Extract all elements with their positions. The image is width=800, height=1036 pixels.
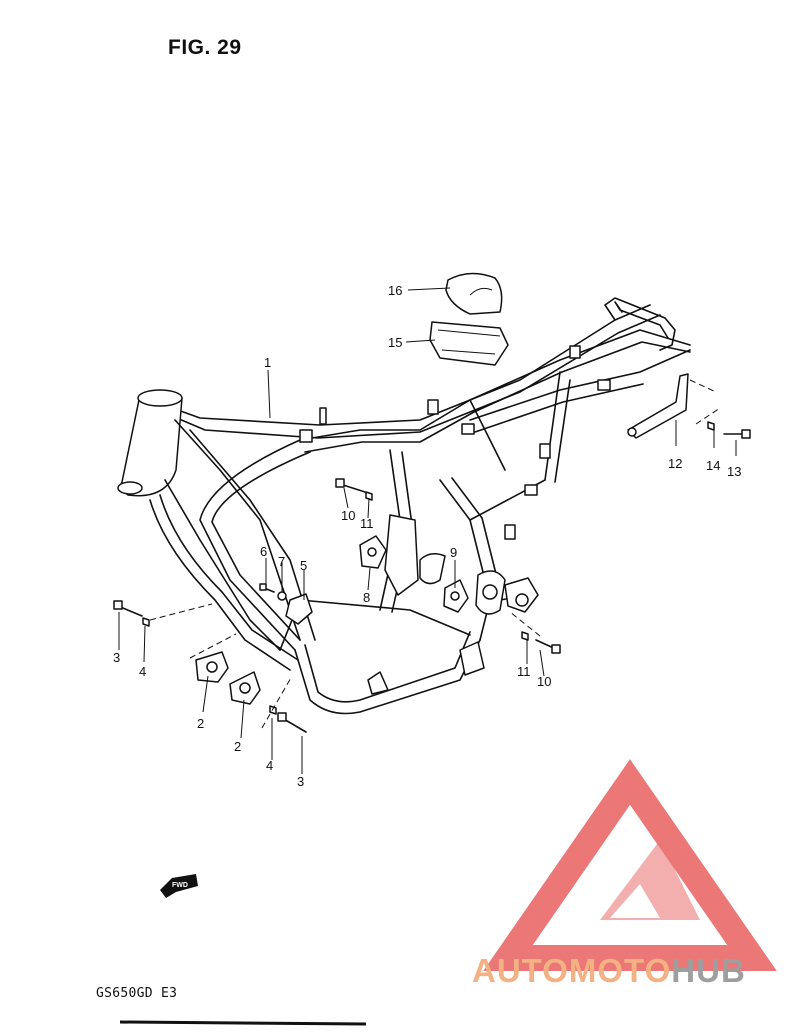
callout-3a: 3 <box>113 650 120 665</box>
callout-labels: 1 2 2 3 3 4 4 5 6 7 8 9 10 10 11 11 12 1… <box>113 283 741 789</box>
callout-4a: 4 <box>139 664 146 679</box>
callout-11b: 11 <box>517 664 531 679</box>
part-15-tray <box>429 321 509 366</box>
part-plates-5-8-9 <box>285 535 469 625</box>
callout-7: 7 <box>278 554 285 569</box>
callout-11a: 11 <box>360 516 374 531</box>
bottom-rule <box>119 1020 367 1026</box>
callout-8: 8 <box>363 590 370 605</box>
wordmark-part-b: HUB <box>671 952 746 989</box>
callout-2b: 2 <box>234 739 241 754</box>
fwd-label: FWD <box>172 882 188 889</box>
fwd-arrow-icon: FWD <box>160 874 198 898</box>
part-12-bracket <box>627 373 689 439</box>
callout-5: 5 <box>300 558 307 573</box>
callout-10b: 10 <box>537 674 551 689</box>
automotohub-wordmark: AUTOMOTOHUB <box>472 952 746 990</box>
callout-10a: 10 <box>341 508 355 523</box>
leader-lines <box>118 287 737 774</box>
model-code: GS650GD E3 <box>96 986 178 1001</box>
figure-title: FIG. 29 <box>168 36 242 59</box>
part-2-plates <box>195 651 261 705</box>
callout-13: 13 <box>727 464 741 479</box>
fasteners <box>113 421 751 733</box>
callout-4b: 4 <box>266 758 273 773</box>
callout-16: 16 <box>388 283 402 298</box>
callout-9: 9 <box>450 545 457 560</box>
callout-2a: 2 <box>197 716 204 731</box>
part-16-cover <box>445 272 503 315</box>
wordmark-part-a: AUTOMOTO <box>472 952 672 989</box>
callout-3b: 3 <box>297 774 304 789</box>
callout-6: 6 <box>260 544 267 559</box>
motorcycle-frame <box>117 297 691 715</box>
callout-1: 1 <box>264 355 271 370</box>
automotohub-logo <box>483 759 777 971</box>
callout-15: 15 <box>388 335 402 350</box>
callout-14: 14 <box>706 458 720 473</box>
callout-12: 12 <box>668 456 682 471</box>
